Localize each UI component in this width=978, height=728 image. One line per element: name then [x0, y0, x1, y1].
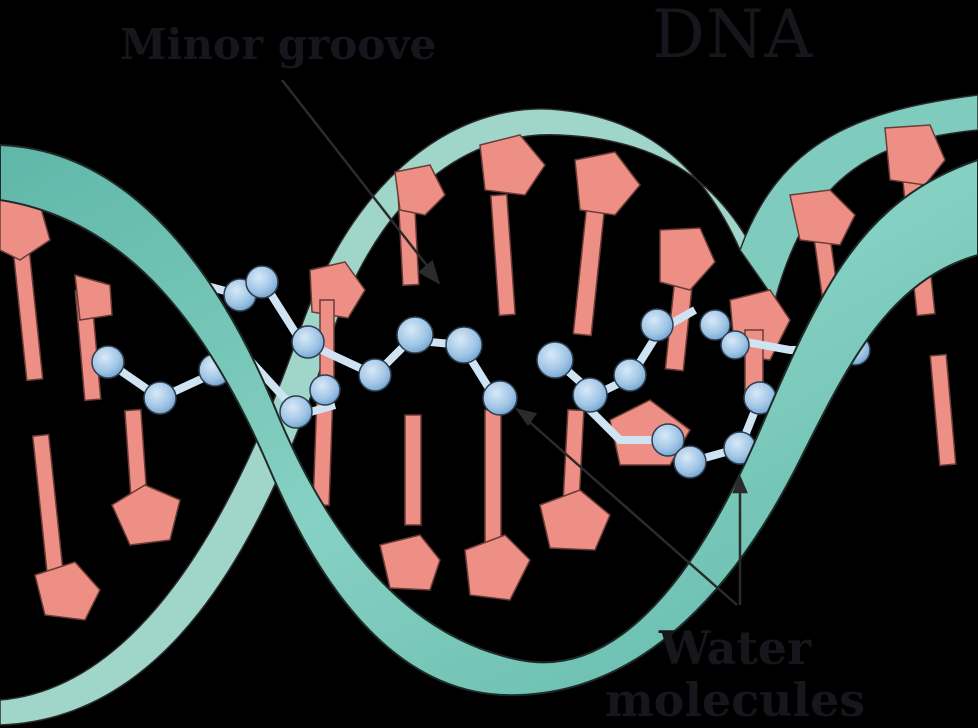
label-water-molecules: Water molecules	[605, 622, 865, 726]
label-water-line2: molecules	[605, 673, 866, 727]
front-strand	[0, 143, 978, 697]
label-water-line1: Water	[658, 621, 812, 675]
label-minor-groove: Minor groove	[120, 20, 437, 69]
water-molecules	[91, 263, 871, 479]
annotation-arrows	[281, 79, 748, 606]
diagram-title: DNA	[652, 0, 814, 73]
